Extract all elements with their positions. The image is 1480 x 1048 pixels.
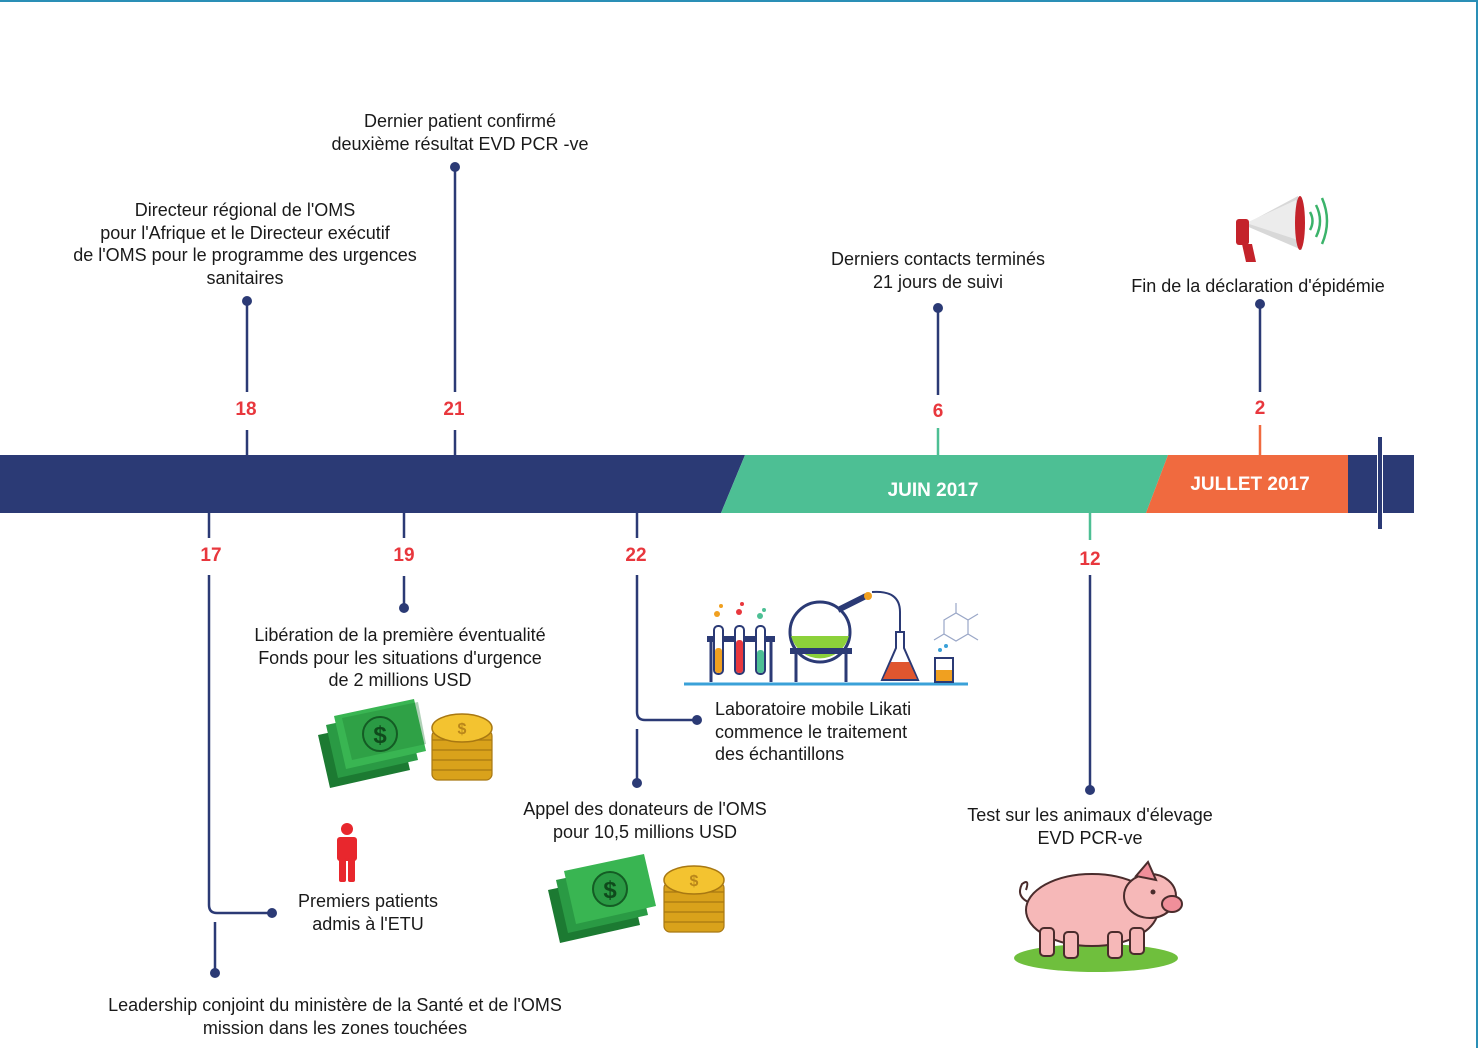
lab-icon xyxy=(684,590,979,686)
june-label: JUIN 2017 xyxy=(887,480,979,501)
money-icon: $ $ xyxy=(318,699,493,788)
megaphone-icon xyxy=(1236,196,1329,262)
pig-icon xyxy=(1014,860,1183,972)
day-12: 12 xyxy=(1079,549,1101,570)
day-17: 17 xyxy=(200,545,222,566)
connectors-top xyxy=(242,162,1265,455)
svg-text:$: $ xyxy=(690,873,699,890)
event-regional-director: Directeur régional de l'OMS pour l'Afriq… xyxy=(73,200,417,288)
svg-text:$: $ xyxy=(373,722,387,749)
svg-text:$: $ xyxy=(603,877,617,904)
may-segment xyxy=(0,455,745,513)
event-end-declaration: Fin de la déclaration d'épidémie xyxy=(1131,276,1385,296)
timeline-bar xyxy=(0,437,1414,529)
day-19: 19 xyxy=(393,545,415,566)
event-animal-test: Test sur les animaux d'élevage EVD PCR-v… xyxy=(967,805,1213,848)
event-mobile-lab: Laboratoire mobile Likati commence le tr… xyxy=(715,699,912,764)
june-segment xyxy=(721,455,1168,513)
person-icon xyxy=(337,823,357,882)
svg-text:$: $ xyxy=(458,721,467,738)
connector-dots-bottom xyxy=(210,603,1095,978)
money-icon: $ $ xyxy=(548,854,725,943)
july-segment xyxy=(1146,455,1348,513)
event-last-contacts: Derniers contacts terminés 21 jours de s… xyxy=(830,249,1046,292)
event-donor-appeal: Appel des donateurs de l'OMS pour 10,5 m… xyxy=(523,799,767,842)
end-marker-line xyxy=(1378,437,1382,529)
event-last-patient: Dernier patient confirmé deuxième résult… xyxy=(331,111,589,154)
day-2: 2 xyxy=(1254,398,1266,419)
july-label: JULLET 2017 xyxy=(1190,474,1310,495)
event-joint-mission: Leadership conjoint du ministère de la S… xyxy=(108,995,562,1038)
day-18: 18 xyxy=(235,399,257,420)
day-22: 22 xyxy=(625,545,647,566)
day-6: 6 xyxy=(932,401,944,422)
event-first-patients: Premiers patients admis à l'ETU xyxy=(297,891,439,934)
connectors-bottom xyxy=(207,513,1092,973)
event-cerf-release: Libération de la première éventualité Fo… xyxy=(254,625,546,690)
day-21: 21 xyxy=(443,399,465,420)
